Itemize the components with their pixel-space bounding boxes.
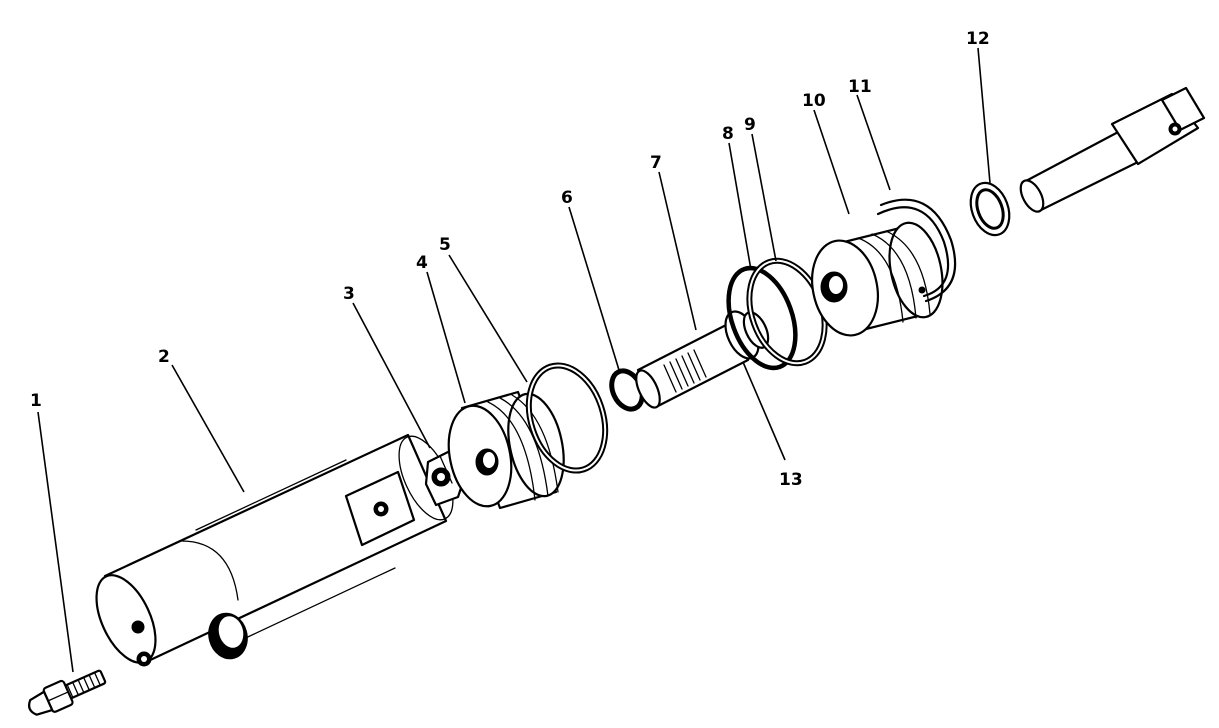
leader-12	[977, 47, 991, 184]
leader-3	[352, 302, 431, 449]
leader-6	[568, 206, 620, 371]
piston-rod-clevis	[1019, 86, 1206, 213]
leader-5	[448, 254, 528, 383]
leader-13	[742, 361, 786, 461]
part-5-o-ring	[525, 362, 609, 474]
callout-5: 5	[439, 235, 451, 255]
leader-4	[426, 271, 466, 404]
callout-labels: 1 2 3 4 5 6 7 8 9 10 11 12 13	[30, 29, 990, 490]
leader-7	[658, 171, 697, 331]
callout-6: 6	[561, 188, 573, 208]
leader-8	[728, 142, 752, 271]
leader-1	[37, 411, 74, 673]
part-12-bushing	[969, 181, 1011, 237]
leader-11	[856, 94, 891, 191]
callout-12: 12	[966, 29, 990, 49]
leader-9	[751, 133, 777, 262]
callout-3: 3	[343, 284, 355, 304]
callout-2: 2	[158, 347, 170, 367]
leader-lines	[37, 47, 991, 673]
callout-1: 1	[30, 391, 42, 411]
callout-8: 8	[722, 124, 734, 144]
part-1-grease-fitting	[28, 669, 107, 716]
callout-4: 4	[416, 253, 428, 273]
callout-10: 10	[802, 91, 826, 111]
part-4-piston-head	[447, 390, 565, 510]
callout-13: 13	[779, 470, 803, 490]
leader-2	[171, 364, 245, 493]
part-8-ring	[726, 265, 798, 371]
part-2-cylinder-body	[95, 433, 454, 667]
callout-7: 7	[650, 153, 662, 173]
callout-9: 9	[744, 115, 756, 135]
leader-10	[813, 109, 850, 215]
callout-11: 11	[848, 77, 872, 97]
part-11-snap-ring	[876, 198, 957, 303]
